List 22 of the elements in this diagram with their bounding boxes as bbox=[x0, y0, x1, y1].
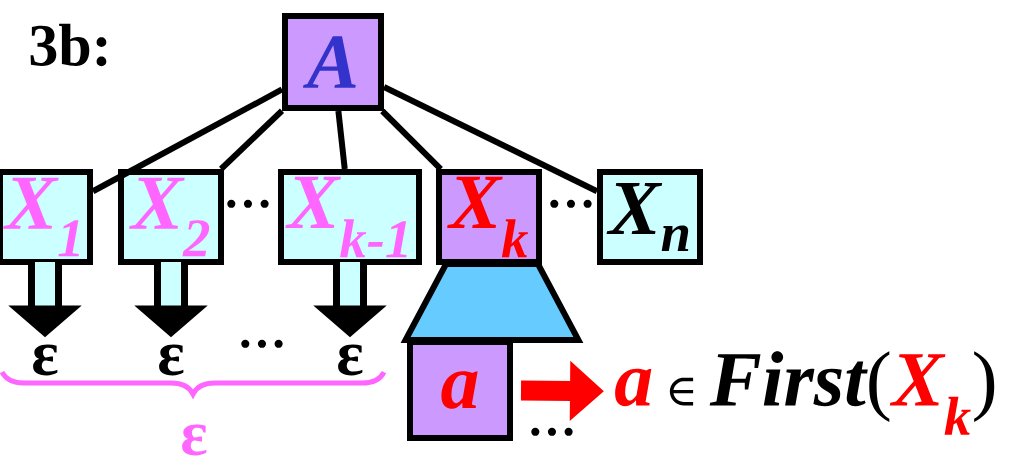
first-set-expression: a ∈ First(X$_{k}$) bbox=[615, 351, 995, 435]
tree-edge bbox=[91, 86, 284, 194]
heading: 3b: bbox=[30, 23, 107, 67]
epsilon-symbol: ε bbox=[159, 344, 184, 376]
terminal-box: a bbox=[407, 339, 513, 441]
epsilon-symbol: ε bbox=[33, 344, 58, 376]
epsilon-symbol: ε bbox=[182, 424, 207, 456]
symbol-box: X$_{1}$ bbox=[0, 169, 93, 265]
ellipsis: ··· bbox=[531, 427, 573, 436]
ellipsis: ··· bbox=[241, 339, 283, 348]
tree-edge bbox=[335, 110, 348, 170]
root-box: A bbox=[282, 13, 384, 111]
tree-edge bbox=[382, 84, 599, 194]
epsilon-symbol: ε bbox=[338, 344, 363, 376]
tree-edge bbox=[219, 108, 285, 172]
symbol-box: X$_{n}$ bbox=[597, 169, 703, 265]
symbol-box: X$_{2}$ bbox=[118, 169, 224, 265]
symbol-box: X$_{k}$ bbox=[436, 169, 542, 265]
tree-edge bbox=[380, 108, 443, 172]
ellipsis: ··· bbox=[550, 199, 592, 208]
ellipsis: ··· bbox=[227, 199, 269, 208]
symbol-box: X$_{k-1}$ bbox=[278, 169, 422, 265]
